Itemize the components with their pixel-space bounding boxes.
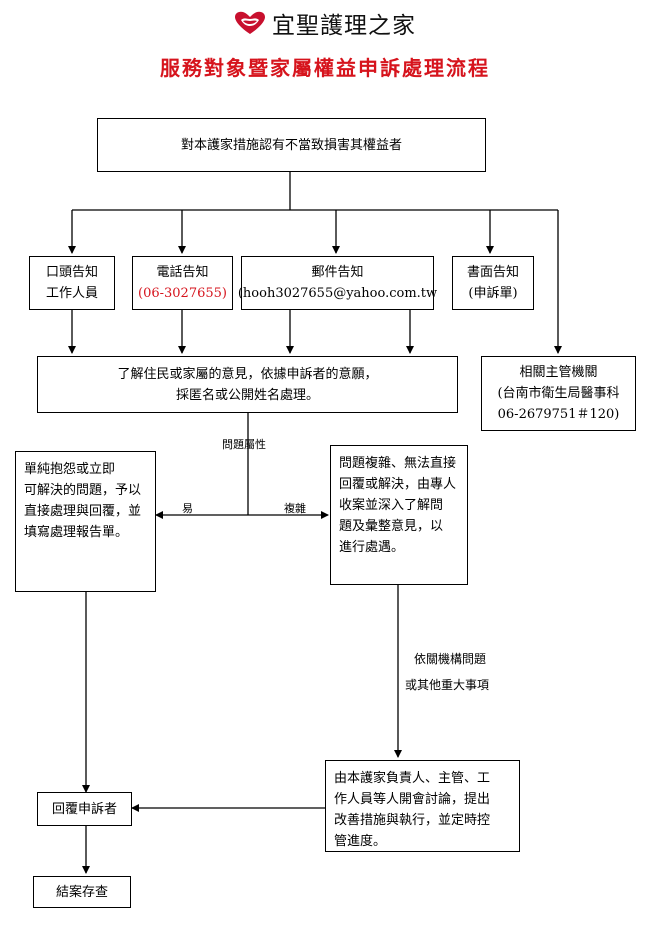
node-meeting-line-1: 由本護家負責人、主管、工 [334,771,491,786]
node-reply-text: 回覆申訴者 [51,801,117,817]
node-top: 對本護家措施認有不當致損害其權益者 [97,118,486,172]
node-complex-line-4: 題及彙整意見，以 [339,519,444,534]
node-authority: 相關主管機關 (台南市衛生局醫事科 06-2679751＃120) [481,356,636,431]
label-escalate-2: 或其他重大事項 [405,678,490,692]
node-close-text: 結案存查 [55,884,108,900]
node-phone-label: 電話告知 [156,265,209,280]
node-written: 書面告知 (申訴單) [452,256,534,310]
node-simple-line-4: 填寫處理報告單。 [24,525,129,540]
node-simple-line-1: 單純抱怨或立即 [24,462,116,477]
node-email-label: 郵件告知 [311,265,364,280]
node-complex: 問題複雜、無法直接 回覆或解決，由專人 收案並深入了解問 題及彙整意見，以 進行… [330,445,468,585]
node-simple-line-3: 直接處理與回覆，並 [24,504,142,519]
node-complex-line-2: 回覆或解決，由專人 [339,477,457,492]
label-easy: 易 [182,502,193,515]
node-meeting-line-3: 改善措施與執行，並定時控 [334,813,491,828]
node-top-text: 對本護家措施認有不當致損害其權益者 [180,137,402,153]
node-phone: 電話告知 (06-3027655) [132,256,233,310]
node-written-line-1: 書面告知 [466,265,519,280]
node-email: 郵件告知 (hooh3027655@yahoo.com.tw [237,256,438,310]
node-oral: 口頭告知 工作人員 [29,256,115,310]
org-name: 宜聖護理之家 [272,13,416,39]
node-meeting-line-2: 作人員等人開會討論，提出 [334,792,491,807]
node-complex-line-1: 問題複雜、無法直接 [339,456,457,471]
label-nature: 問題屬性 [222,438,266,451]
node-meeting: 由本護家負責人、主管、工 作人員等人開會討論，提出 改善措施與執行，並定時控 管… [325,760,520,852]
page-title: 服務對象暨家屬權益申訴處理流程 [160,56,490,80]
node-understand: 了解住民或家屬的意見，依據申訴者的意願， 採匿名或公開姓名處理。 [37,356,458,413]
node-oral-line-1: 口頭告知 [45,265,98,280]
node-oral-line-2: 工作人員 [45,286,98,301]
node-phone-number: (06-3027655) [138,286,227,301]
node-reply: 回覆申訴者 [37,792,132,826]
heart-lips-logo-icon [235,11,265,34]
node-close: 結案存查 [33,876,131,908]
label-escalate-1: 依關機構問題 [414,652,487,666]
node-understand-line-1: 了解住民或家屬的意見，依據申訴者的意願， [117,366,378,382]
header: 宜聖護理之家 [0,6,650,40]
node-meeting-line-4: 管進度。 [334,834,387,849]
node-complex-line-3: 收案並深入了解問 [339,498,444,513]
node-simple-line-2: 可解決的問題，予以 [24,483,142,498]
node-written-line-2: (申訴單) [468,286,518,301]
node-email-address: (hooh3027655@yahoo.com.tw [237,286,438,301]
label-complex: 複雜 [284,502,306,515]
node-authority-line-2: (台南市衛生局醫事科 [497,386,620,401]
node-authority-line-1: 相關主管機關 [519,365,598,380]
node-complex-line-5: 進行處遇。 [339,540,405,555]
node-understand-line-2: 採匿名或公開姓名處理。 [175,387,319,403]
node-simple: 單純抱怨或立即 可解決的問題，予以 直接處理與回覆，並 填寫處理報告單。 [15,451,156,592]
node-authority-line-3: 06-2679751＃120) [497,407,620,422]
